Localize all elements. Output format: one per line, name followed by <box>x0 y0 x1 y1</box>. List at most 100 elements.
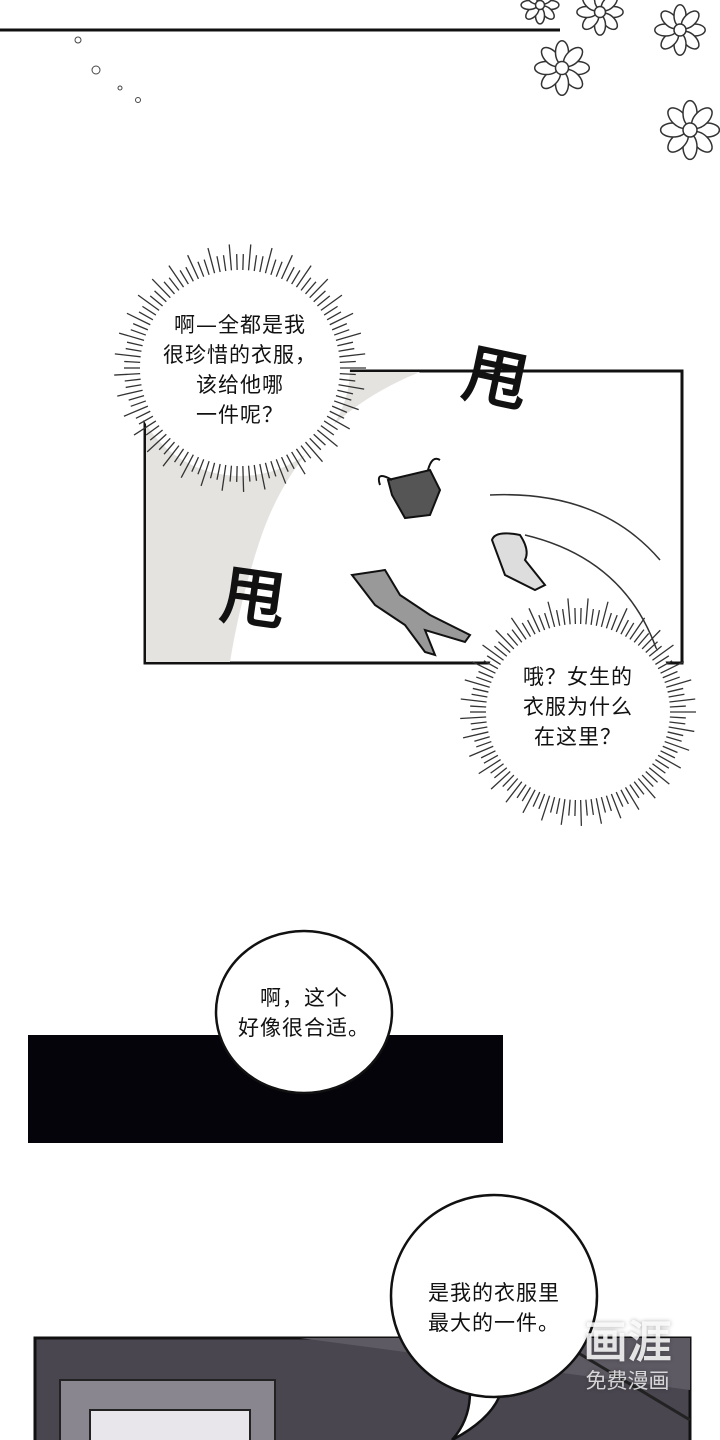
watermark-logo: 画涯 <box>583 1317 672 1368</box>
spike-line <box>502 774 515 788</box>
spike-line <box>300 445 312 459</box>
spike-line <box>516 784 527 799</box>
flower-center <box>682 122 698 138</box>
spike-line <box>637 632 650 646</box>
spike-line <box>259 463 266 490</box>
spike-line <box>540 795 551 821</box>
spike-line <box>209 462 216 479</box>
spike-line <box>179 451 189 466</box>
spike-line <box>645 771 659 783</box>
spike-line <box>149 429 163 441</box>
spike-line <box>320 425 335 436</box>
thought-bubble-1-shape <box>114 244 366 492</box>
speech-bubble-1: 啊，这个 好像很合适。 <box>214 983 394 1043</box>
spike-line <box>137 294 160 311</box>
spike-line <box>291 270 301 285</box>
flower-center <box>593 5 607 19</box>
spike-line <box>331 405 348 413</box>
spike-line <box>329 410 345 419</box>
thought-bubble-2: 哦？女生的 衣服为什么 在这里？ <box>488 662 668 752</box>
spike-line <box>666 679 692 688</box>
spike-line <box>521 787 532 802</box>
spike-line <box>339 353 366 358</box>
spike-line <box>664 676 680 684</box>
spike-line <box>317 295 331 307</box>
spike-line <box>114 372 141 376</box>
spike-line <box>242 465 245 492</box>
spike-line <box>645 641 659 653</box>
bubble-line: 很珍惜的衣服， <box>163 343 317 367</box>
spike-line <box>471 693 488 698</box>
spike-line <box>615 791 624 807</box>
spike-line <box>138 415 154 425</box>
spike-line <box>527 619 536 635</box>
speech-bubble-2-shape <box>389 1193 599 1399</box>
spike-line <box>669 716 686 719</box>
spike-line <box>313 290 326 303</box>
spike-line <box>309 437 322 451</box>
flower-center <box>534 0 546 11</box>
spike-line <box>506 632 519 646</box>
spike-line <box>568 799 571 816</box>
spike-line <box>320 294 343 311</box>
spike-line <box>648 767 670 785</box>
spike-line <box>469 745 494 757</box>
spike-line <box>655 655 670 665</box>
spike-line <box>125 347 142 352</box>
spike-line <box>253 464 258 481</box>
spike-line <box>264 462 271 479</box>
spike-line <box>197 261 205 277</box>
spike-line <box>286 454 295 470</box>
spike-line <box>138 311 154 321</box>
spike-line <box>637 778 656 799</box>
spike-line <box>462 731 489 739</box>
spike-line <box>162 445 180 467</box>
spike-line <box>117 389 143 397</box>
spike-line <box>567 598 571 625</box>
spike-line <box>335 332 362 342</box>
flower-center <box>673 23 687 37</box>
spike-line <box>486 655 501 665</box>
spike-line <box>555 798 561 815</box>
spike-line <box>493 767 508 779</box>
spike-line <box>633 629 645 643</box>
spike-line <box>216 256 221 273</box>
spike-line <box>270 461 277 477</box>
bubble-line: 该给他哪 <box>196 373 284 397</box>
spike-line <box>660 661 685 674</box>
bubble-line: 好像很合适。 <box>238 1016 370 1040</box>
spike-line <box>304 441 324 463</box>
spike-line <box>126 341 143 347</box>
spike-line <box>173 448 185 463</box>
spike-line <box>329 312 354 326</box>
spike-line <box>158 437 171 451</box>
spike-line <box>474 736 490 742</box>
spike-line <box>464 679 490 688</box>
spike-line <box>207 247 216 274</box>
spike-line <box>624 787 640 810</box>
speech-bubble-1-shape <box>214 929 394 1095</box>
spike-line <box>585 598 589 625</box>
spike-line <box>163 441 176 455</box>
spike-line <box>483 754 499 764</box>
spike-line <box>331 323 348 331</box>
spike-line <box>124 360 141 364</box>
spike-line <box>222 255 227 272</box>
spike-line <box>460 716 487 720</box>
spike-line <box>655 759 670 769</box>
spike-line <box>323 305 338 316</box>
spike-line <box>221 464 227 491</box>
spike-line <box>229 465 233 482</box>
spike-line <box>149 295 163 307</box>
spike-line <box>480 750 496 759</box>
spike-line <box>497 641 511 653</box>
bubble-line: 是我的衣服里 <box>428 1281 560 1305</box>
spike-line <box>333 400 359 411</box>
spike-line <box>124 378 141 382</box>
spike-line <box>478 759 501 775</box>
bubble-line: 哦？女生的 <box>523 665 633 689</box>
spike-line <box>339 378 356 382</box>
spike-line <box>511 629 523 643</box>
spike-line <box>668 726 695 733</box>
